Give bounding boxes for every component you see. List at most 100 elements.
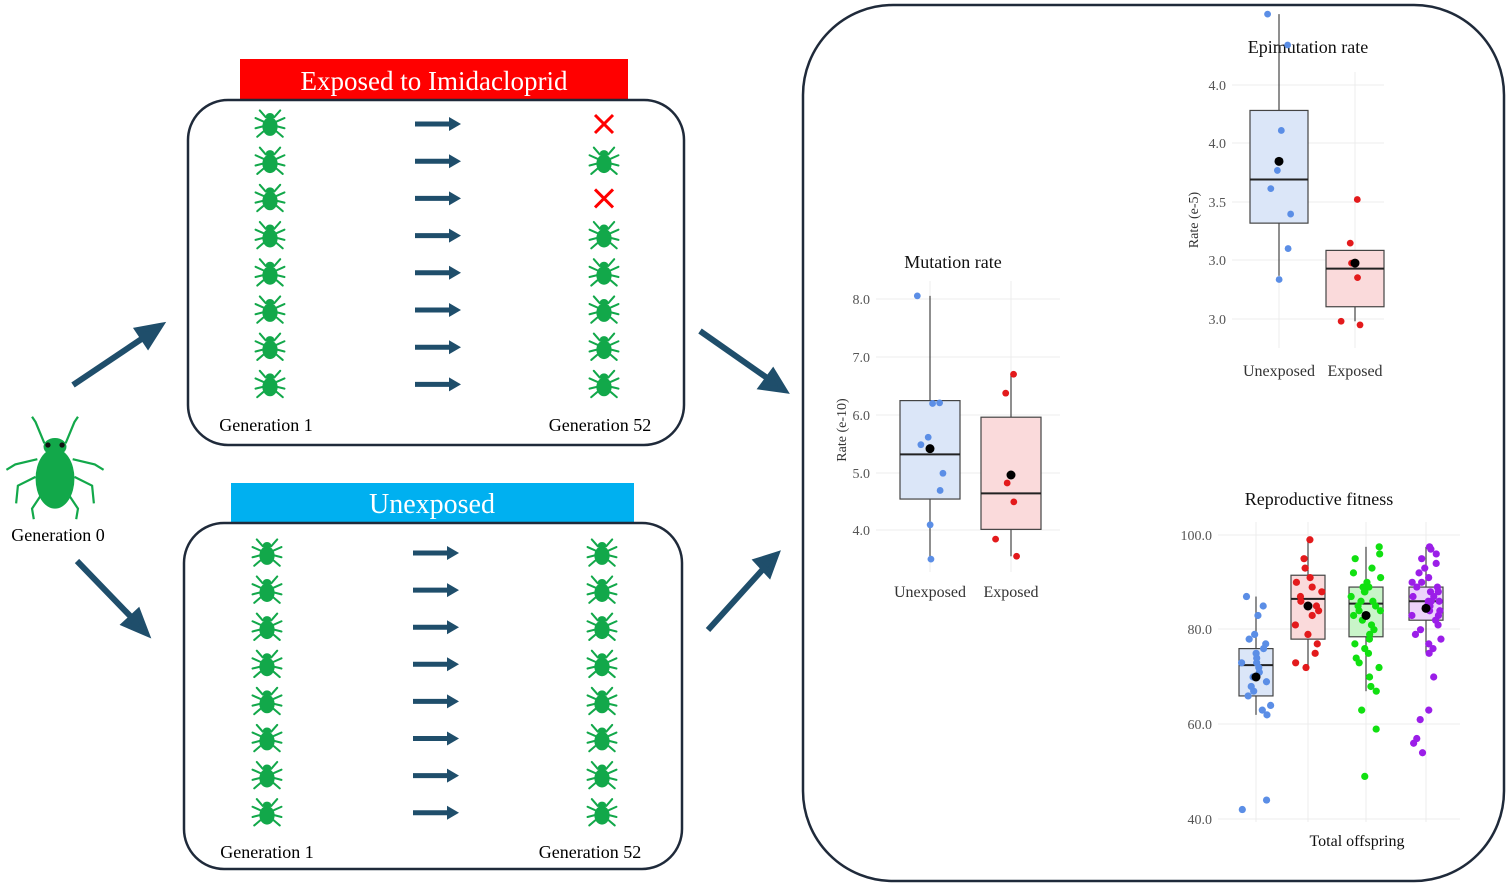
data-point [1416,626,1425,634]
mean-point [1303,601,1313,611]
data-point [1311,649,1319,657]
mean-point [1421,603,1431,613]
data-point [1349,569,1358,577]
generation-1-aphid-icon [251,686,283,716]
data-point [1258,706,1266,714]
data-point [1287,210,1295,218]
data-point [1425,574,1433,582]
arrow-head-icon [449,303,461,317]
arrow-head-icon [447,620,459,635]
data-point [1013,552,1020,560]
results-panel [801,3,1506,883]
generation-52-aphid-icon [588,146,620,175]
data-point [1430,673,1438,681]
y-tick-label: 4.0 [1209,79,1227,94]
data-point [1245,635,1253,643]
data-point [1284,41,1292,49]
generation-1-aphid-icon [254,332,286,361]
y-axis-label: Rate (e-5) [1187,191,1202,248]
data-point [1367,682,1375,691]
generation-1-aphid-icon [254,109,286,138]
data-point [1408,611,1416,620]
data-point [939,469,947,477]
data-point [1351,640,1359,648]
arrow-head-icon [447,546,459,560]
y-tick-label: 3.0 [1209,313,1227,328]
arrow-to-unexposed [74,558,138,624]
data-point [1262,678,1271,686]
data-point [1418,578,1426,586]
data-point [1354,274,1361,282]
generation-52-aphid-icon [586,760,618,790]
generation-52-aphid-icon [588,258,620,287]
data-point [1435,597,1443,605]
arrow-unexposed-to-results [705,564,768,633]
data-point [1416,716,1424,724]
data-point [1427,545,1435,553]
data-point [1410,739,1418,747]
data-point [1371,602,1380,610]
data-point [1244,692,1252,700]
data-point [1284,245,1292,252]
arrow-head-icon [449,377,461,392]
x-axis-label: Total offspring [1309,833,1404,850]
data-point [1300,555,1308,563]
points-group-2 [1291,536,1326,672]
generation-52-aphid-icon [588,332,620,361]
data-point [1259,602,1267,610]
data-point [1365,635,1374,643]
points-group-3 [1347,543,1385,781]
exposed-generation-52-label: Generation 52 [549,415,651,435]
data-point [1364,649,1373,657]
points-group-1 [1264,10,1295,283]
data-point [1429,645,1437,653]
points-group-4 [1408,543,1445,757]
arrow-to-exposed [71,333,148,388]
data-point [1372,687,1380,695]
unexposed-panel: Unexposed Generation 1 Generation 52 [182,483,684,871]
exposed-title: Exposed to Imidacloprid [301,66,568,96]
data-point [1365,583,1373,591]
y-tick-label: 60.0 [1188,718,1213,733]
data-point [1251,630,1259,639]
y-tick-label: 7.0 [853,351,871,366]
data-point [936,487,944,494]
exposed-generation-1-label: Generation 1 [219,415,312,435]
data-point [1434,588,1442,596]
exposed-lineage-rows [254,109,620,399]
data-point [1353,196,1361,203]
category-label: Exposed [1327,363,1382,380]
category-label: Exposed [983,584,1038,601]
data-point [1254,611,1262,620]
data-point [1432,559,1440,568]
generation-1-aphid-icon [251,538,283,567]
y-tick-label: 4.0 [853,524,871,539]
mean-point [1251,672,1261,682]
y-tick-label: 4.0 [1209,137,1227,152]
data-point [1361,588,1369,596]
arrow-head-icon [447,657,459,672]
generation-52-aphid-icon [586,723,618,753]
data-point [1347,592,1355,601]
points-group-2 [992,370,1020,560]
mean-point [1361,610,1371,620]
data-point [1356,321,1364,329]
y-tick-label: 80.0 [1188,623,1213,638]
data-point [1267,701,1275,710]
mean-point [925,444,935,454]
generation-1-aphid-icon [254,369,286,399]
data-point [1358,706,1366,714]
data-point [1425,706,1433,714]
arrow-exposed-to-results [698,328,772,383]
unexposed-generation-52-label: Generation 52 [539,842,641,862]
arrow-head-icon [449,228,461,243]
data-point [1408,578,1416,586]
generation-1-aphid-icon [254,220,286,250]
data-point [1425,640,1433,648]
arrow-head-icon [449,154,461,169]
generation-52-aphid-icon [588,295,620,324]
dead-cross-icon [593,188,615,209]
